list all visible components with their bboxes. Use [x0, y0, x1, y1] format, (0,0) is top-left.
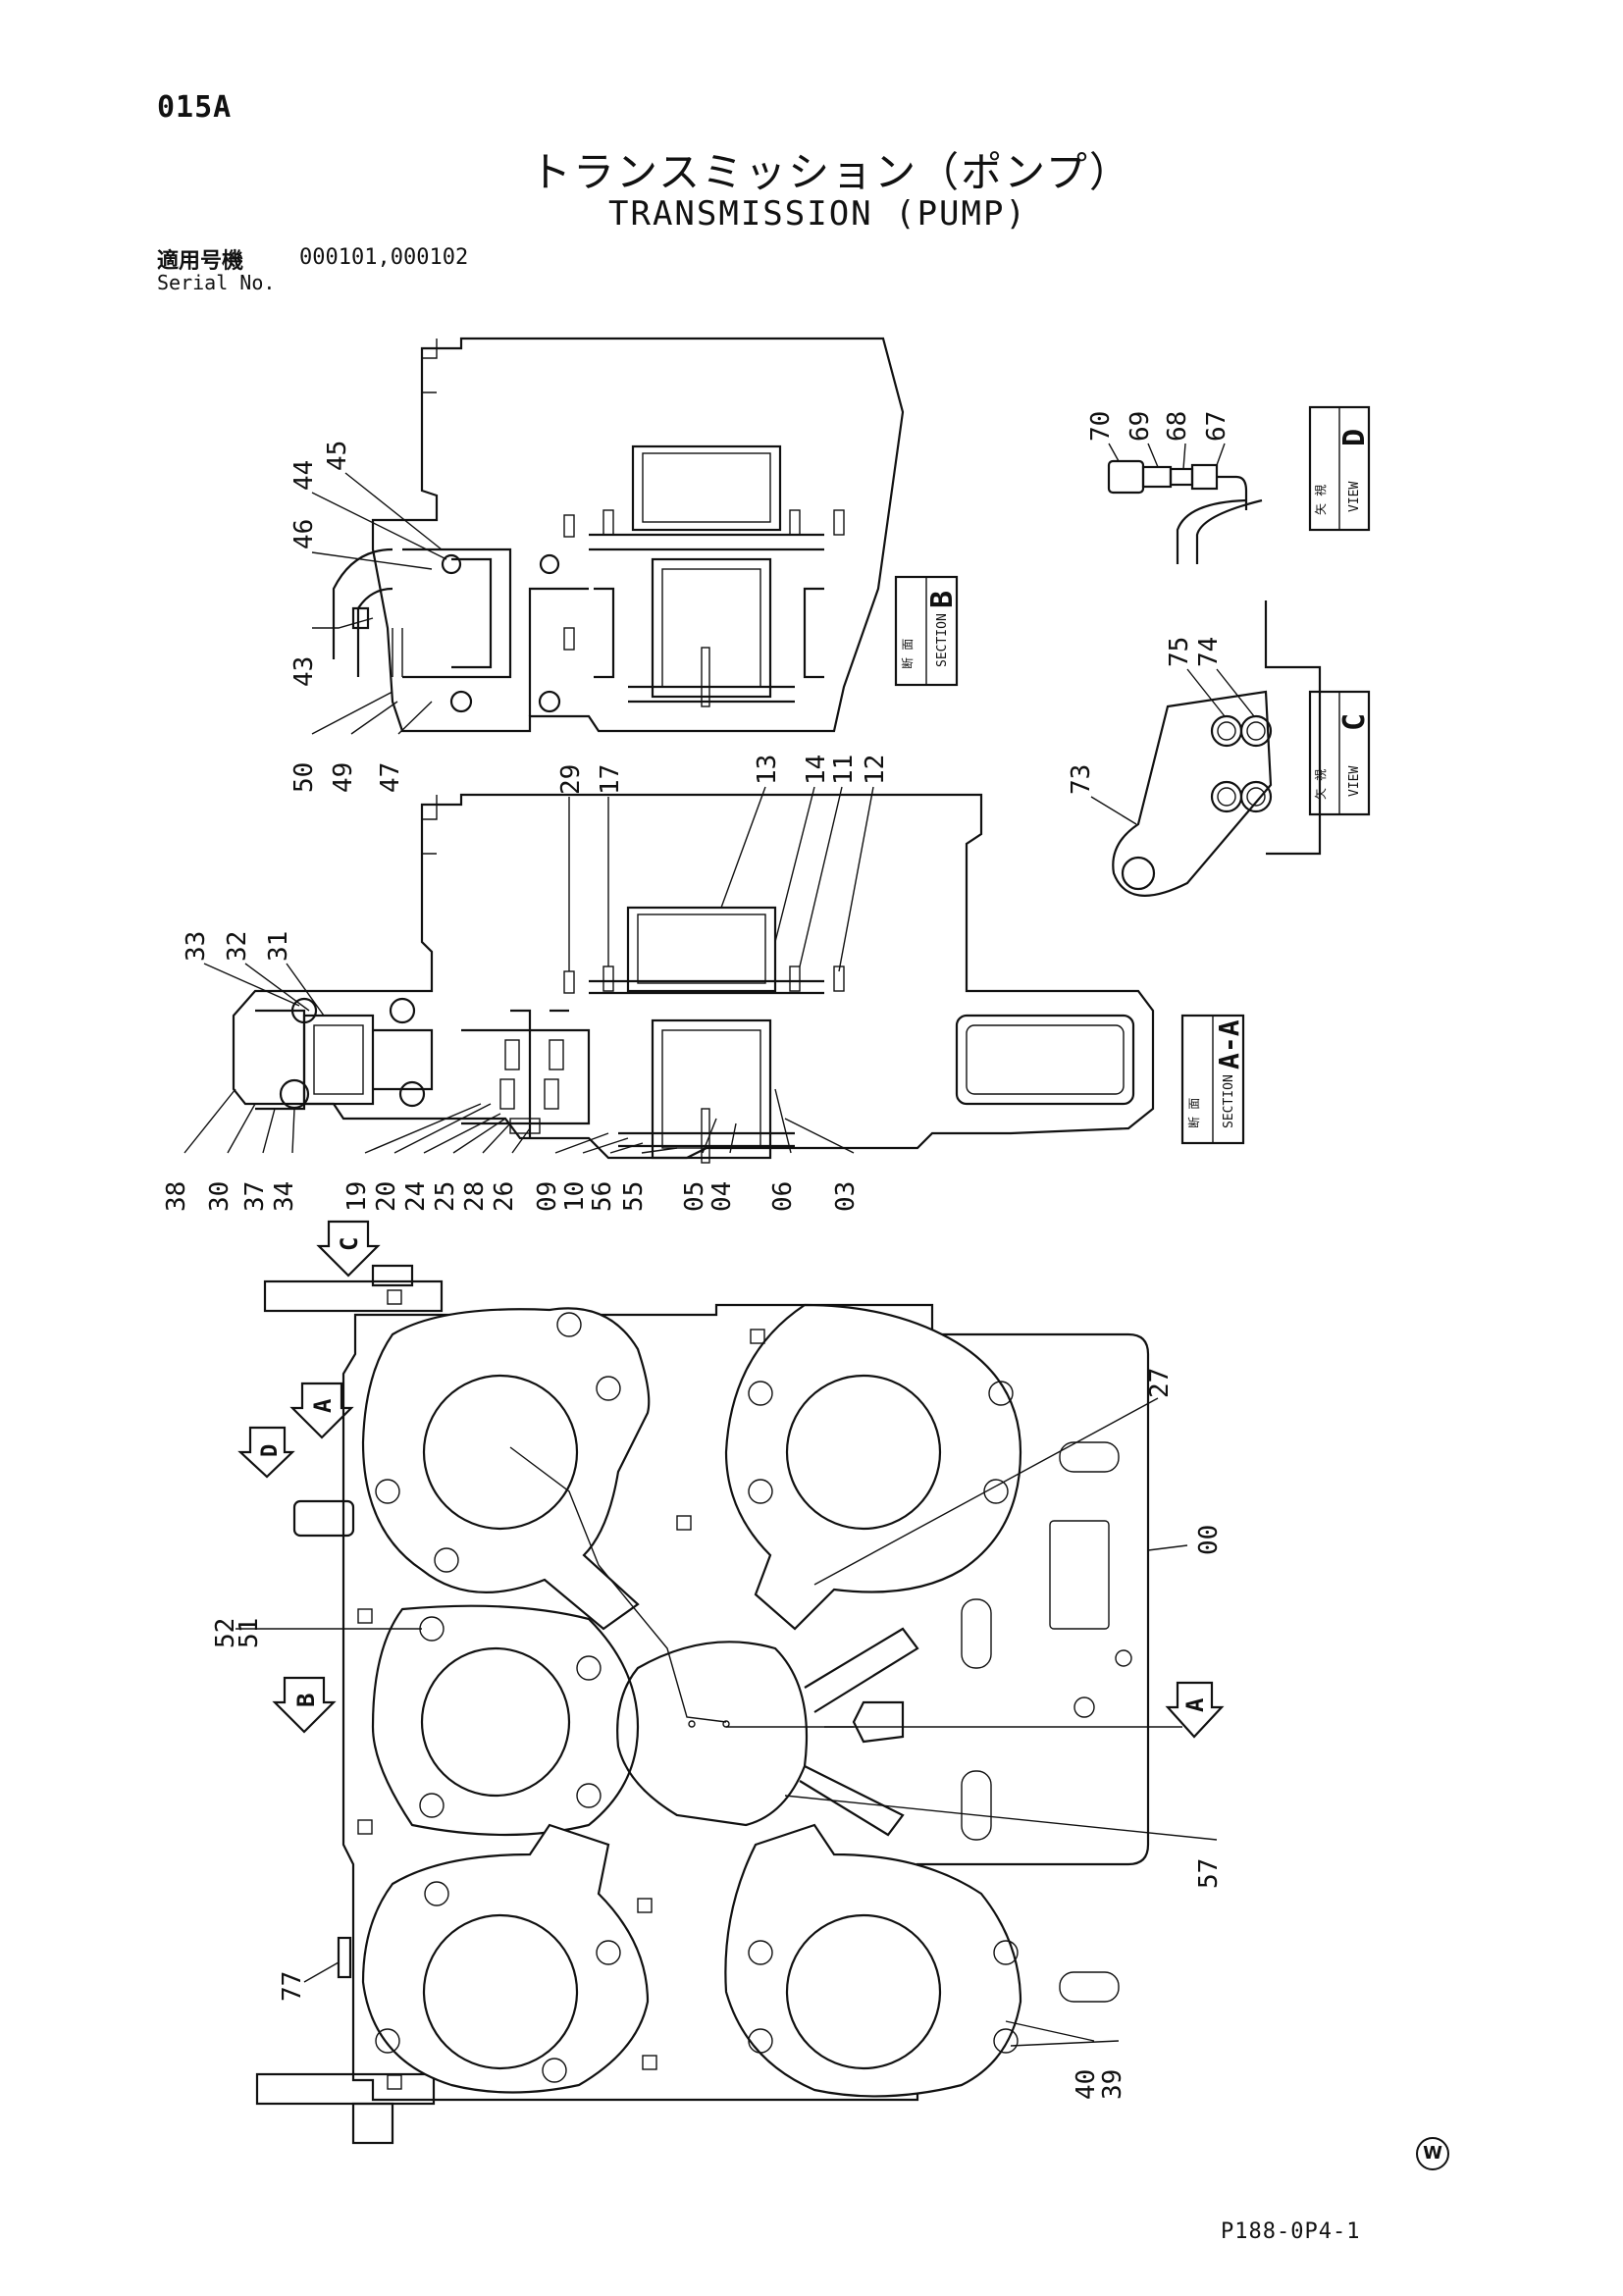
svg-text:A-A: A-A: [1213, 1019, 1245, 1070]
callout-06: 06: [768, 1181, 798, 1212]
serial-numbers: 000101,000102: [299, 245, 469, 270]
svg-text:D: D: [1337, 429, 1372, 446]
callout-50: 50: [289, 762, 319, 793]
section-b-drawing: [332, 337, 905, 733]
callout-25: 25: [431, 1181, 460, 1212]
title-english: TRANSMISSION (PUMP): [608, 194, 1027, 234]
svg-text:B: B: [925, 591, 960, 608]
callout-67: 67: [1202, 411, 1231, 442]
svg-text:矢 視: 矢 視: [1313, 769, 1328, 800]
callout-12: 12: [861, 755, 890, 785]
svg-text:B: B: [292, 1694, 320, 1707]
svg-text:矢 視: 矢 視: [1313, 485, 1328, 515]
callout-30: 30: [205, 1181, 235, 1212]
callout-56: 56: [588, 1181, 617, 1212]
section-b-badge: 断 面 SECTION B: [894, 575, 960, 687]
section-aa-badge: 断 面 SECTION A-A: [1180, 1014, 1245, 1145]
callout-57: 57: [1194, 1858, 1224, 1889]
w-mark: W: [1416, 2137, 1449, 2170]
section-aa-bottom-callouts: 38 30 37 34 19 20 24 25 28 26 09 10 56 5…: [162, 1088, 861, 1212]
page-code: 015A: [157, 90, 233, 125]
title-japanese: トランスミッション（ポンプ）: [530, 148, 1132, 196]
serial-label-english: Serial No.: [157, 271, 276, 294]
svg-text:VIEW: VIEW: [1347, 482, 1362, 512]
svg-text:SECTION: SECTION: [935, 613, 950, 667]
callout-33: 33: [182, 931, 211, 962]
view-d-drawing: [1107, 459, 1263, 564]
callout-73: 73: [1067, 764, 1096, 795]
callout-51: 51: [235, 1618, 264, 1648]
view-d-callouts: 70 69 68 67: [1086, 411, 1231, 470]
callout-49: 49: [329, 762, 358, 793]
callout-32: 32: [223, 931, 252, 962]
callout-39: 39: [1098, 2069, 1127, 2100]
callout-19: 19: [342, 1181, 372, 1212]
callout-28: 28: [460, 1181, 490, 1212]
svg-text:C: C: [336, 1237, 363, 1251]
callout-70: 70: [1086, 411, 1116, 442]
arrow-a-right: A: [1165, 1681, 1225, 1739]
arrow-c: C: [316, 1220, 381, 1278]
svg-text:A: A: [309, 1398, 337, 1413]
callout-43: 43: [289, 656, 319, 687]
view-c-badge: 矢 視 VIEW C: [1308, 690, 1372, 816]
plan-view-callouts: 27 00 52 51 57 77 40 39: [211, 1368, 1224, 2100]
callout-46: 46: [289, 519, 319, 549]
callout-17: 17: [596, 764, 625, 795]
callout-04: 04: [707, 1181, 737, 1212]
arrow-a-left: A: [289, 1382, 354, 1439]
callout-74: 74: [1194, 637, 1224, 667]
callout-47: 47: [376, 762, 405, 793]
plan-view-drawing: [255, 1264, 1182, 2145]
callout-05: 05: [680, 1181, 709, 1212]
section-arrows: C A D B A: [237, 1220, 1225, 1739]
callout-24: 24: [401, 1181, 431, 1212]
callout-09: 09: [533, 1181, 562, 1212]
svg-text:C: C: [1337, 713, 1372, 731]
callout-00: 00: [1194, 1525, 1224, 1555]
callout-34: 34: [270, 1181, 299, 1212]
callout-37: 37: [240, 1181, 270, 1212]
svg-text:断 面: 断 面: [900, 639, 915, 669]
svg-text:D: D: [258, 1444, 283, 1457]
callout-45: 45: [323, 441, 352, 471]
svg-text:VIEW: VIEW: [1347, 766, 1362, 797]
callout-69: 69: [1126, 411, 1155, 442]
arrow-d: D: [237, 1426, 295, 1479]
callout-26: 26: [490, 1181, 519, 1212]
callout-40: 40: [1072, 2069, 1101, 2100]
section-b-callouts: 45 44 46 43 50 49 47: [289, 441, 447, 793]
callout-44: 44: [289, 460, 319, 491]
section-aa-drawing: [232, 793, 1155, 1164]
callout-31: 31: [264, 931, 293, 962]
document-code: P188-0P4-1: [1221, 2219, 1361, 2244]
view-c-callouts: 75 74 73: [1067, 637, 1255, 825]
callout-75: 75: [1165, 637, 1194, 667]
svg-text:SECTION: SECTION: [1222, 1074, 1236, 1128]
callout-29: 29: [556, 764, 586, 795]
callout-11: 11: [829, 755, 859, 785]
callout-77: 77: [278, 1971, 307, 2002]
callout-13: 13: [753, 755, 782, 785]
callout-38: 38: [162, 1181, 191, 1212]
arrow-b: B: [272, 1676, 337, 1734]
serial-label-japanese: 適用号機: [157, 249, 244, 274]
callout-68: 68: [1163, 411, 1192, 442]
callout-27: 27: [1145, 1368, 1175, 1398]
callout-55: 55: [619, 1181, 649, 1212]
callout-20: 20: [372, 1181, 401, 1212]
svg-text:断 面: 断 面: [1186, 1098, 1201, 1128]
view-c-drawing: [1112, 600, 1322, 897]
svg-text:A: A: [1181, 1697, 1209, 1712]
callout-10: 10: [560, 1181, 590, 1212]
view-d-badge: 矢 視 VIEW D: [1308, 405, 1372, 532]
callout-52: 52: [211, 1618, 240, 1648]
section-aa-top-callouts: 29 17 13 14 11 12 33 32 31: [182, 755, 890, 1017]
callout-14: 14: [802, 755, 831, 785]
callout-03: 03: [831, 1181, 861, 1212]
